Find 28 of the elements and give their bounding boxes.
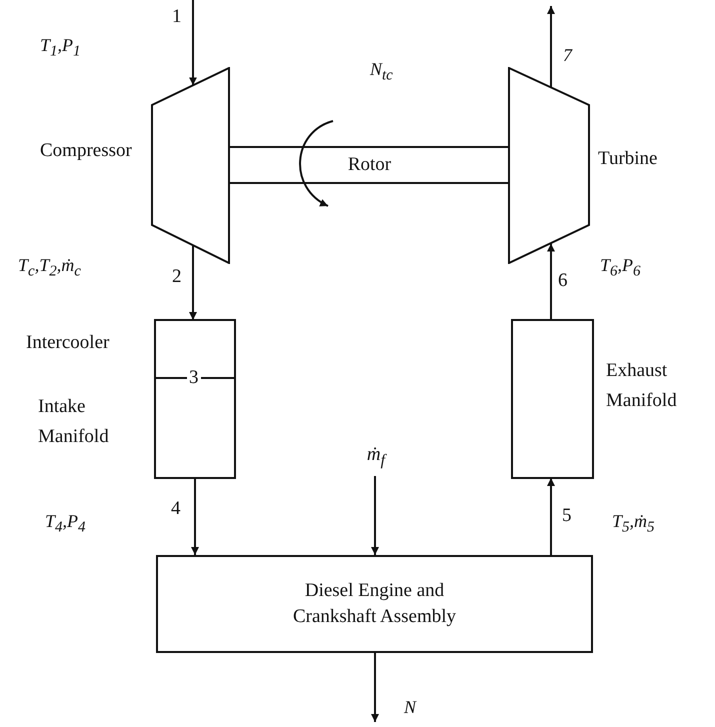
- speed-variable: N$_{tc}$: [370, 58, 393, 86]
- component-label: Intercooler: [26, 332, 110, 354]
- flow-arrow: [547, 244, 555, 320]
- flow-arrow: [189, 0, 197, 86]
- station-number: 2: [172, 266, 182, 288]
- flow-arrow: [371, 653, 379, 722]
- edge-label: N: [404, 696, 416, 718]
- component-label: Compressor: [40, 140, 132, 162]
- component-label: Turbine: [598, 148, 658, 170]
- flow-arrow: [371, 476, 379, 555]
- state-variables: T$_{4}$,P$_{4}$: [45, 510, 86, 538]
- flow-arrow: [547, 478, 555, 555]
- flow-variable: ṁ$_{f}$: [360, 440, 392, 474]
- state-variables: T$_{1}$,P$_{1}$: [40, 34, 81, 62]
- flow-arrow: [191, 478, 199, 555]
- component-label: Exhaust Manifold: [606, 359, 678, 413]
- station-number: 1: [172, 6, 182, 28]
- station-number: 5: [562, 505, 572, 527]
- station-number: 6: [558, 270, 568, 292]
- flow-arrow: [189, 246, 197, 320]
- flow-arrow: [547, 6, 555, 88]
- engine-box: Diesel Engine and Crankshaft Assembly: [156, 555, 593, 653]
- edge-label: 7: [563, 44, 572, 66]
- state-variables: T$_{6}$,P$_{6}$: [600, 254, 641, 282]
- state-variables: T$_{5}$,ṁ$_{5}$: [612, 510, 655, 538]
- component-label: Intake Manifold: [38, 395, 110, 449]
- state-variables: T$_{c}$,T$_{2}$,ṁ$_{c}$: [18, 254, 81, 282]
- station-number: 4: [171, 498, 180, 520]
